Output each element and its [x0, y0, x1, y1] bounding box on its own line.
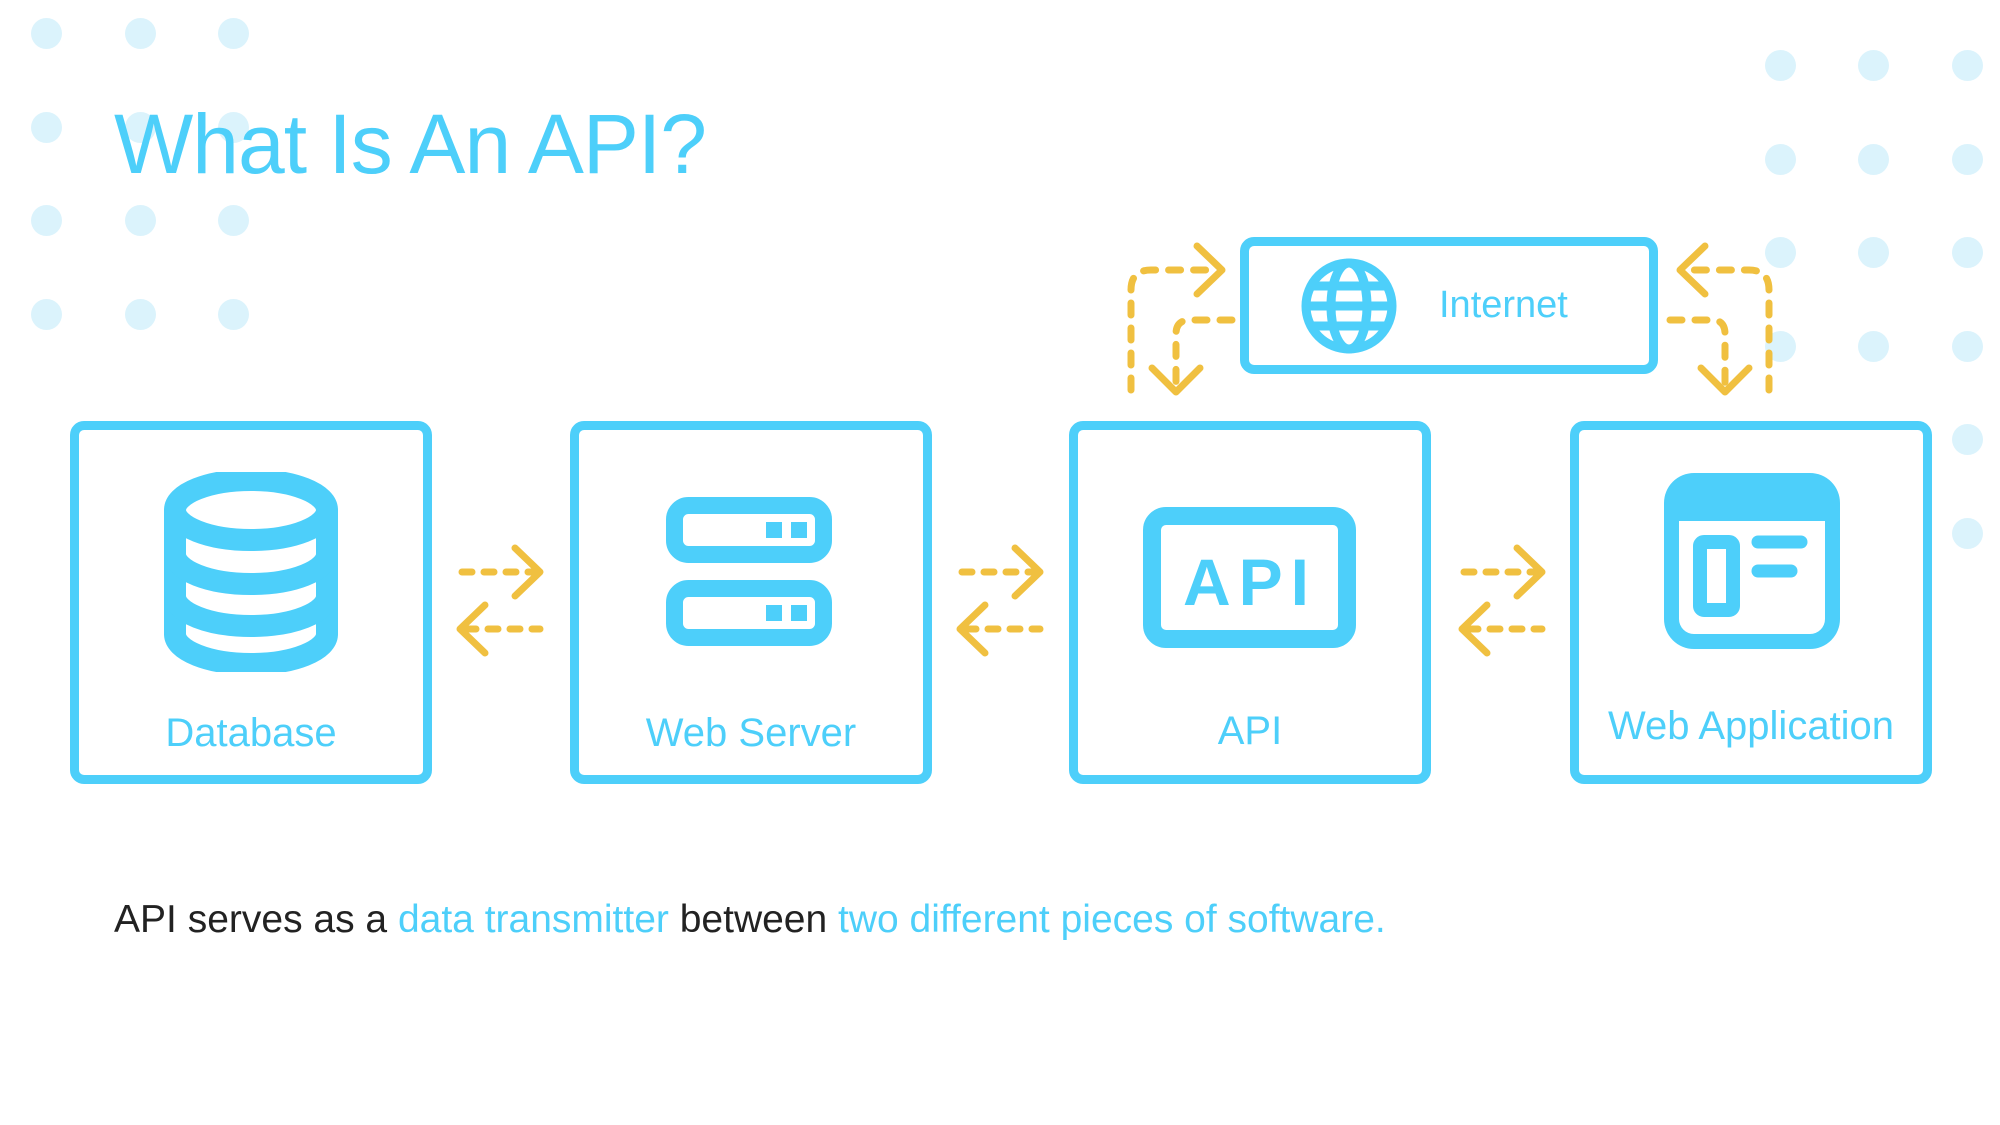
api-icon: API [1143, 507, 1356, 648]
database-icon [164, 472, 338, 672]
web-application-node: Web Application [1570, 421, 1932, 784]
slide-title: What Is An API? [114, 97, 707, 191]
caption-highlight: two different pieces of software. [838, 898, 1386, 941]
arrow-database-web-server [456, 544, 544, 657]
decor-dot [218, 205, 249, 236]
decor-dot [125, 18, 156, 49]
decor-dot [31, 205, 62, 236]
decor-dot [1858, 50, 1889, 81]
internet-node: Internet [1240, 237, 1658, 374]
decor-dot [31, 112, 62, 143]
caption: API serves as a data transmitter between… [114, 895, 1386, 946]
decor-dot [31, 299, 62, 330]
decor-dot [1765, 237, 1796, 268]
internet-label: Internet [1439, 284, 1568, 326]
decor-dot [1765, 331, 1796, 362]
decor-dot [125, 112, 156, 143]
arrow-api-internet [1127, 242, 1236, 396]
decor-dot [1952, 50, 1983, 81]
decor-dot [1952, 144, 1983, 175]
decor-dot [1765, 144, 1796, 175]
decor-dot [218, 18, 249, 49]
decor-dot [218, 112, 249, 143]
arrow-web-server-api [956, 544, 1044, 657]
node-label: API [1217, 709, 1283, 753]
caption-text: API serves as a [114, 898, 398, 941]
api-icon-text: API [1183, 545, 1317, 619]
server-icon [666, 497, 832, 646]
decor-dot [1952, 518, 1983, 549]
caption-text: between [668, 898, 839, 941]
api-node: API API [1069, 421, 1431, 784]
arrow-api-web-application [1458, 544, 1546, 657]
decor-dot [1952, 237, 1983, 268]
decor-dot [1952, 331, 1983, 362]
caption-highlight: data transmitter [397, 898, 669, 941]
node-label: Web Application [1607, 704, 1895, 748]
web-server-node: Web Server [570, 421, 932, 784]
decor-dot [31, 18, 62, 49]
node-label: Database [165, 711, 337, 755]
decor-dot [1952, 424, 1983, 455]
decor-dot [1765, 50, 1796, 81]
decor-dot [1858, 144, 1889, 175]
database-node: Database [70, 421, 432, 784]
decor-dot [1858, 331, 1889, 362]
decor-dot [218, 299, 249, 330]
globe-icon [1301, 258, 1397, 354]
decor-dot [125, 299, 156, 330]
node-label: Web Server [645, 711, 857, 755]
decor-dot [1858, 237, 1889, 268]
arrow-internet-web-application [1666, 242, 1773, 396]
decor-dot [125, 205, 156, 236]
browser-window-icon [1664, 473, 1840, 649]
